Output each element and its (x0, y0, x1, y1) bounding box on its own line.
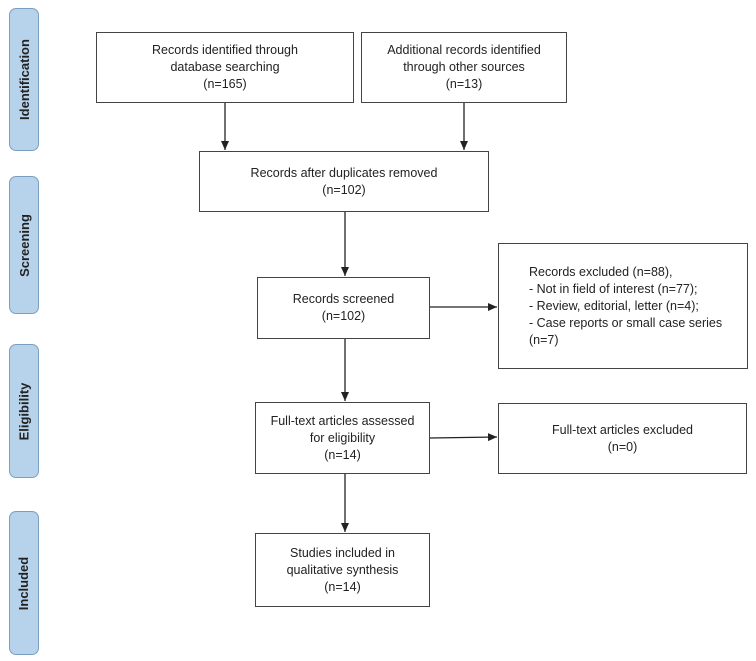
box-studies-included: Studies included in qualitative synthesi… (255, 533, 430, 607)
box-fulltext-assessed: Full-text articles assessed for eligibil… (255, 402, 430, 474)
box-records-screened: Records screened (n=102) (257, 277, 430, 339)
phase-included: Included (9, 511, 39, 655)
phase-identification: Identification (9, 8, 39, 151)
box-database-searching: Records identified through database sear… (96, 32, 354, 103)
box-fulltext-excluded: Full-text articles excluded (n=0) (498, 403, 747, 474)
phase-eligibility: Eligibility (9, 344, 39, 478)
phase-screening: Screening (9, 176, 39, 314)
arrow-fulltext-to-fulltext-excluded (429, 433, 498, 442)
box-duplicates-removed: Records after duplicates removed (n=102) (199, 151, 489, 212)
box-records-excluded: Records excluded (n=88), - Not in field … (498, 243, 748, 369)
box-other-sources: Additional records identified through ot… (361, 32, 567, 103)
